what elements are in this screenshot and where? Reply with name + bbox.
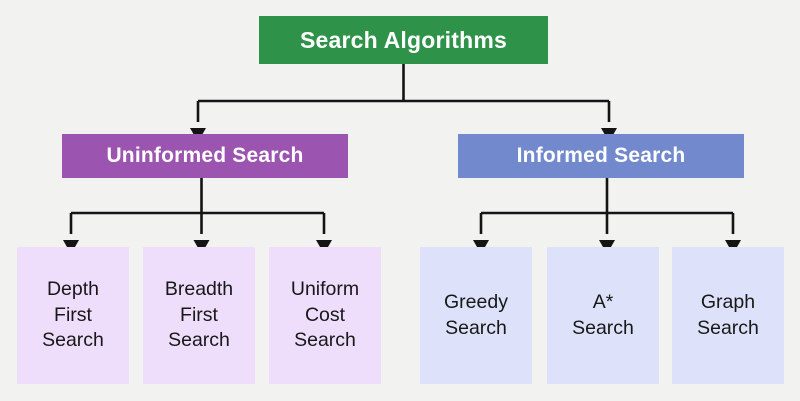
node-uniform-cost-search[interactable]: Uniform Cost Search [269, 247, 381, 384]
leaf-line-3: Search [294, 329, 356, 352]
node-depth-first-search-label: Depth First Search [38, 277, 108, 355]
leaf-line-1: A* [592, 290, 614, 313]
leaf-line-3: Search [168, 329, 230, 352]
leaf-line-2: First [180, 303, 218, 326]
leaf-line-1: Depth [46, 277, 100, 300]
leaf-line-1: Breadth [164, 277, 234, 300]
node-greedy-search-label: Greedy Search [440, 290, 512, 342]
leaf-line-2: Search [445, 316, 507, 339]
node-graph-search-label: Graph Search [693, 290, 763, 342]
leaf-line-2: Search [697, 316, 759, 339]
node-depth-first-search[interactable]: Depth First Search [17, 247, 129, 384]
leaf-line-1: Greedy [444, 290, 508, 313]
leaf-line-1: Graph [700, 290, 756, 313]
node-uninformed-search[interactable]: Uninformed Search [62, 134, 348, 178]
leaf-line-1: Uniform [290, 277, 360, 300]
node-a-star-search[interactable]: A* Search [547, 247, 659, 384]
leaf-line-2: First [54, 303, 92, 326]
node-uniform-cost-search-label: Uniform Cost Search [287, 277, 363, 355]
node-a-star-search-label: A* Search [568, 290, 638, 342]
node-breadth-first-search[interactable]: Breadth First Search [143, 247, 255, 384]
node-informed-search-label: Informed Search [516, 143, 686, 167]
node-root-label: Search Algorithms [299, 26, 508, 53]
node-breadth-first-search-label: Breadth First Search [161, 277, 237, 355]
node-informed-search[interactable]: Informed Search [458, 134, 744, 178]
node-greedy-search[interactable]: Greedy Search [420, 247, 532, 384]
node-search-algorithms[interactable]: Search Algorithms [259, 16, 548, 64]
leaf-line-3: Search [42, 329, 104, 352]
leaf-line-2: Cost [304, 303, 346, 326]
node-uninformed-search-label: Uninformed Search [106, 143, 304, 167]
node-graph-search[interactable]: Graph Search [672, 247, 784, 384]
leaf-line-2: Search [572, 316, 634, 339]
